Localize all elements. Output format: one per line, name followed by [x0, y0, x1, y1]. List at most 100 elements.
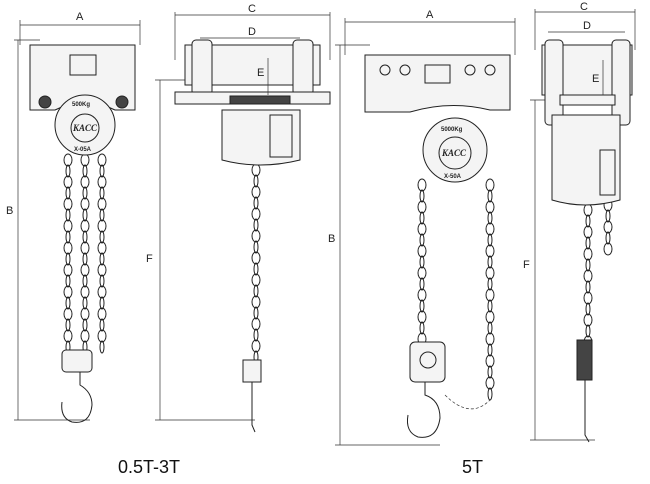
- model-label: X-05A: [74, 147, 92, 153]
- chain-link: [99, 340, 105, 354]
- chain-link: [583, 225, 593, 239]
- chain-link: [251, 273, 261, 287]
- chain-link: [97, 285, 107, 299]
- chain-link: [487, 189, 493, 203]
- chain-link: [253, 196, 259, 210]
- chain-link: [63, 307, 73, 321]
- chain-link: [65, 230, 71, 244]
- chain-link: [82, 208, 88, 222]
- dimension-f-label: F: [523, 259, 530, 271]
- chain-link: [251, 229, 261, 243]
- chain-link: [82, 252, 88, 266]
- dimension-b-label: B: [6, 205, 13, 217]
- chain-link: [99, 164, 105, 178]
- chain-link: [65, 208, 71, 222]
- hoist-body-side: [221, 109, 301, 166]
- chain-link: [485, 354, 495, 368]
- small-side-view: C D F E: [146, 3, 331, 433]
- dimension-a-label: A: [76, 11, 84, 23]
- chain-link: [253, 284, 259, 298]
- chain-link: [603, 220, 613, 234]
- chain-link: [97, 197, 107, 211]
- capacity-label: 500Kg: [72, 102, 90, 108]
- chain-link: [487, 365, 493, 379]
- chain-link: [63, 263, 73, 277]
- model-label: X-50A: [444, 174, 462, 180]
- chain-link: [97, 307, 107, 321]
- wheel-bolt: [38, 95, 52, 109]
- chain-link: [80, 241, 90, 255]
- hook-block: [61, 349, 93, 373]
- chain-link: [417, 310, 427, 324]
- chain-link: [419, 189, 425, 203]
- dimension-c-label: C: [248, 3, 256, 15]
- brand-label: KACC: [441, 148, 467, 158]
- chain-link: [80, 307, 90, 321]
- chain-link: [487, 211, 493, 225]
- chain-link: [251, 295, 261, 309]
- chain-link: [251, 317, 261, 331]
- chain-link: [63, 153, 73, 167]
- chain-link: [251, 207, 261, 221]
- chain-link: [99, 318, 105, 332]
- caption-large-model: 5T: [462, 457, 483, 477]
- chain-link: [253, 240, 259, 254]
- chain-link: [253, 174, 259, 188]
- chain-link: [487, 255, 493, 269]
- chain-link: [80, 219, 90, 233]
- chain-link: [251, 251, 261, 265]
- chain-link: [97, 219, 107, 233]
- chain-link: [97, 175, 107, 189]
- chain-link: [82, 230, 88, 244]
- chain-link: [485, 288, 495, 302]
- chain-link: [487, 387, 493, 401]
- chain-link: [583, 291, 593, 305]
- chain-link: [97, 329, 107, 343]
- chain-link: [99, 274, 105, 288]
- dimension-b-label: B: [328, 233, 335, 245]
- chain-link: [99, 252, 105, 266]
- chains: [63, 153, 613, 401]
- chain-link: [417, 288, 427, 302]
- chain-link: [82, 296, 88, 310]
- chain-link: [585, 324, 591, 338]
- chain-link: [419, 277, 425, 291]
- chain-link: [97, 241, 107, 255]
- chain-link: [605, 231, 611, 245]
- hook-block: [409, 341, 446, 383]
- brand-label: KACC: [72, 123, 98, 133]
- chain-link: [97, 263, 107, 277]
- trolley-plate: [69, 54, 97, 76]
- chain-link: [82, 186, 88, 200]
- chain-link: [417, 178, 427, 192]
- chain-link: [65, 186, 71, 200]
- chain-link: [485, 376, 495, 390]
- chain-link: [487, 299, 493, 313]
- chain-link: [487, 343, 493, 357]
- large-front-view: A B 5000Kg KACC X-50A: [328, 9, 516, 446]
- chain-link: [65, 318, 71, 332]
- chain-link: [487, 233, 493, 247]
- capacity-label: 5000Kg: [441, 127, 463, 133]
- chain-link: [419, 255, 425, 269]
- hook: [584, 380, 590, 443]
- hoist-body-side: [551, 114, 621, 206]
- small-front-view: A B 500Kg KACC X-05A: [6, 11, 141, 423]
- dimension-a-label: A: [426, 9, 434, 21]
- chain-link: [487, 277, 493, 291]
- chain-link: [485, 266, 495, 280]
- chain-link: [80, 175, 90, 189]
- chain-link: [419, 211, 425, 225]
- chain-link: [80, 285, 90, 299]
- chain-link: [253, 262, 259, 276]
- chain-link: [417, 200, 427, 214]
- chain-link: [485, 200, 495, 214]
- chain-link: [583, 203, 593, 217]
- chain-link: [419, 299, 425, 313]
- chain-link: [251, 339, 261, 353]
- caption-small-model: 0.5T-3T: [118, 457, 180, 477]
- hoist-body: [422, 117, 488, 183]
- chain-link: [253, 328, 259, 342]
- chain-link: [417, 222, 427, 236]
